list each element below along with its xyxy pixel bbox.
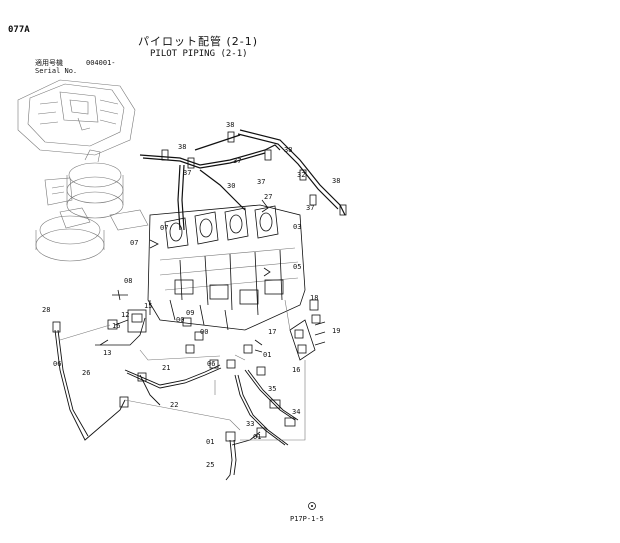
upper-pilot-lines — [139, 129, 347, 277]
callout-35: 35 — [268, 385, 276, 393]
callout-22: 22 — [170, 401, 178, 409]
left-hose-assembly — [52, 289, 241, 441]
solenoid-valve-bracket — [254, 299, 326, 361]
callout-01: 01 — [206, 438, 214, 446]
callout-26: 26 — [82, 369, 90, 377]
page-title-japanese: パイロット配管 (2-1) — [138, 35, 259, 48]
callout-19: 19 — [332, 327, 340, 335]
callout-38: 38 — [226, 121, 234, 129]
serial-label-japanese: 適用号機 — [35, 59, 63, 67]
callout-16: 16 — [112, 322, 120, 330]
callout-00: 00 — [200, 328, 208, 336]
callout-28: 28 — [42, 306, 50, 314]
callout-38: 38 — [284, 146, 292, 154]
page-reference: P17P-1-5 — [290, 515, 324, 523]
callout-15: 15 — [144, 302, 152, 310]
callout-13: 13 — [103, 349, 111, 357]
callout-01: 01 — [263, 351, 271, 359]
control-valve-block — [147, 204, 306, 331]
callout-21: 21 — [162, 364, 170, 372]
callout-08: 08 — [124, 277, 132, 285]
callout-37: 37 — [183, 169, 191, 177]
callout-32: 32 — [297, 171, 305, 179]
callout-01: 01 — [253, 433, 261, 441]
callout-06: 06 — [53, 360, 61, 368]
misc-fittings — [149, 300, 266, 376]
callout-17: 17 — [268, 328, 276, 336]
page-title: PILOT PIPING (2-1) — [150, 49, 248, 59]
lower-hose-assembly — [124, 354, 306, 481]
callout-27: 27 — [264, 193, 272, 201]
callout-33: 33 — [246, 420, 254, 428]
callout-06: 06 — [207, 360, 215, 368]
callout-30: 30 — [227, 182, 235, 190]
callout-37: 37 — [306, 204, 314, 212]
callout-34: 34 — [292, 408, 300, 416]
callout-05: 05 — [293, 263, 301, 271]
callout-38: 38 — [178, 143, 186, 151]
serial-label: Serial No. — [35, 67, 78, 75]
callout-03: 03 — [293, 223, 301, 231]
callout-25: 25 — [206, 461, 214, 469]
callout-37: 37 — [257, 178, 265, 186]
callout-07: 07 — [130, 239, 138, 247]
callout-12: 12 — [121, 311, 129, 319]
callout-16: 16 — [292, 366, 300, 374]
callout-00: 00 — [176, 316, 184, 324]
callout-18: 18 — [310, 294, 318, 302]
serial-value: 004001- — [86, 59, 116, 67]
callout-09: 09 — [186, 309, 194, 317]
machine-inset-drawing — [17, 79, 149, 262]
callout-38: 38 — [332, 177, 340, 185]
registered-mark-icon — [308, 502, 316, 510]
callout-labels: 38 38 38 38 37 37 37 37 30 32 27 07 07 0… — [42, 121, 340, 469]
callout-07: 07 — [160, 224, 168, 232]
page-code: 077A — [8, 25, 30, 35]
callout-37: 37 — [233, 157, 241, 165]
